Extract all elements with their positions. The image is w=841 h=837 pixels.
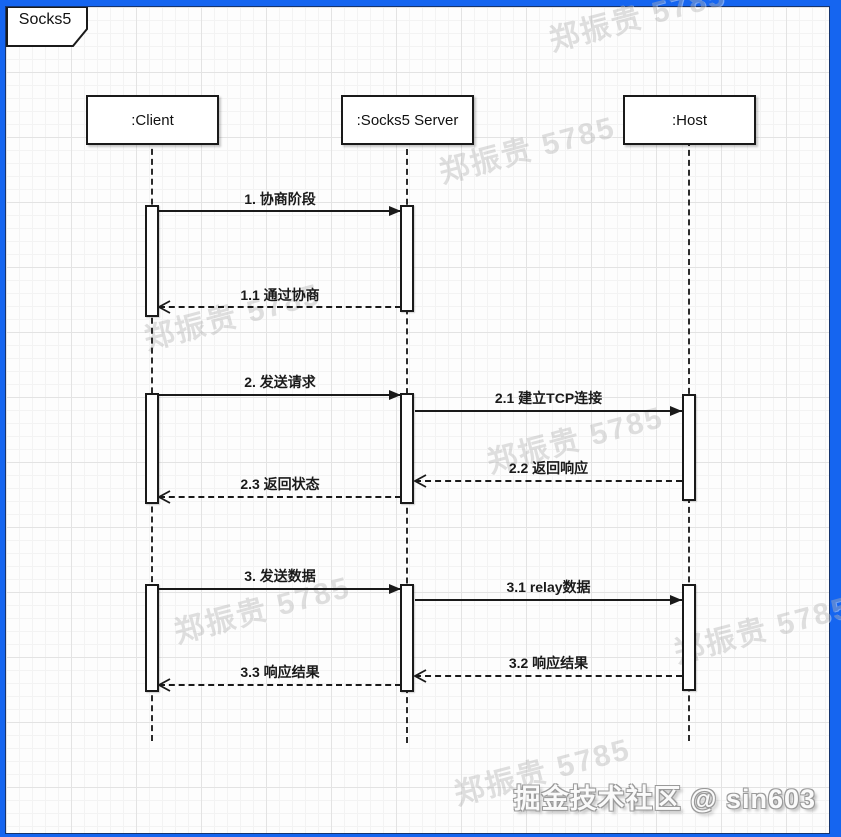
- message-label-3-3: 3.3 响应结果: [240, 664, 320, 680]
- diagram-canvas: 郑振贵 5785 郑振贵 5785 郑振贵 5785 郑振贵 5785 郑振贵 …: [5, 0, 841, 834]
- activation-host-3: [682, 584, 696, 691]
- watermark: 郑振贵 5785: [545, 0, 730, 58]
- message-line-1: [159, 210, 401, 212]
- message-line-3: [159, 588, 401, 590]
- activation-client-1: [145, 205, 159, 317]
- frame-label-tab: Socks5: [6, 6, 92, 48]
- participant-host: :Host: [623, 95, 756, 145]
- message-line-3-1: [415, 599, 682, 601]
- message-line-2-1: [415, 410, 682, 412]
- message-line-3-2: [415, 675, 682, 677]
- participant-server: :Socks5 Server: [341, 95, 474, 145]
- message-line-2-3: [159, 496, 401, 498]
- arrowhead-open-icon: [413, 669, 427, 683]
- arrowhead-filled-icon: [670, 595, 682, 605]
- arrowhead-open-icon: [413, 474, 427, 488]
- arrowhead-open-icon: [157, 300, 171, 314]
- message-label-1: 1. 协商阶段: [244, 191, 316, 207]
- participant-label: :Socks5 Server: [356, 111, 459, 129]
- activation-client-3: [145, 584, 159, 692]
- message-line-1-1: [159, 306, 401, 308]
- frame-tab-shape: [6, 6, 88, 47]
- activation-server-3: [400, 584, 414, 692]
- message-line-2-2: [415, 480, 682, 482]
- arrowhead-filled-icon: [389, 206, 401, 216]
- participant-label: :Client: [131, 111, 174, 129]
- message-label-2-2: 2.2 返回响应: [508, 460, 589, 476]
- activation-host-2: [682, 394, 696, 501]
- activation-server-2: [400, 393, 414, 504]
- arrowhead-filled-icon: [389, 584, 401, 594]
- message-label-3-1: 3.1 relay数据: [506, 579, 591, 595]
- arrowhead-open-icon: [157, 678, 171, 692]
- message-line-2: [159, 394, 401, 396]
- message-label-3: 3. 发送数据: [244, 568, 316, 584]
- frame-title: Socks5: [18, 11, 72, 28]
- message-label-2-3: 2.3 返回状态: [240, 476, 320, 492]
- arrowhead-open-icon: [157, 490, 171, 504]
- message-label-1-1: 1.1 通过协商: [240, 287, 320, 303]
- participant-label: :Host: [671, 111, 707, 129]
- arrowhead-filled-icon: [670, 406, 682, 416]
- arrowhead-filled-icon: [389, 390, 401, 400]
- message-label-2-1: 2.1 建立TCP连接: [494, 390, 603, 406]
- watermark: 郑振贵 5785: [140, 278, 325, 357]
- message-label-2: 2. 发送请求: [244, 374, 316, 390]
- activation-server-1: [400, 205, 414, 312]
- activation-client-2: [145, 393, 159, 504]
- message-label-3-2: 3.2 响应结果: [508, 655, 589, 671]
- credit-text: 掘金技术社区 @ sin603: [513, 784, 816, 814]
- participant-client: :Client: [86, 95, 219, 145]
- message-line-3-3: [159, 684, 401, 686]
